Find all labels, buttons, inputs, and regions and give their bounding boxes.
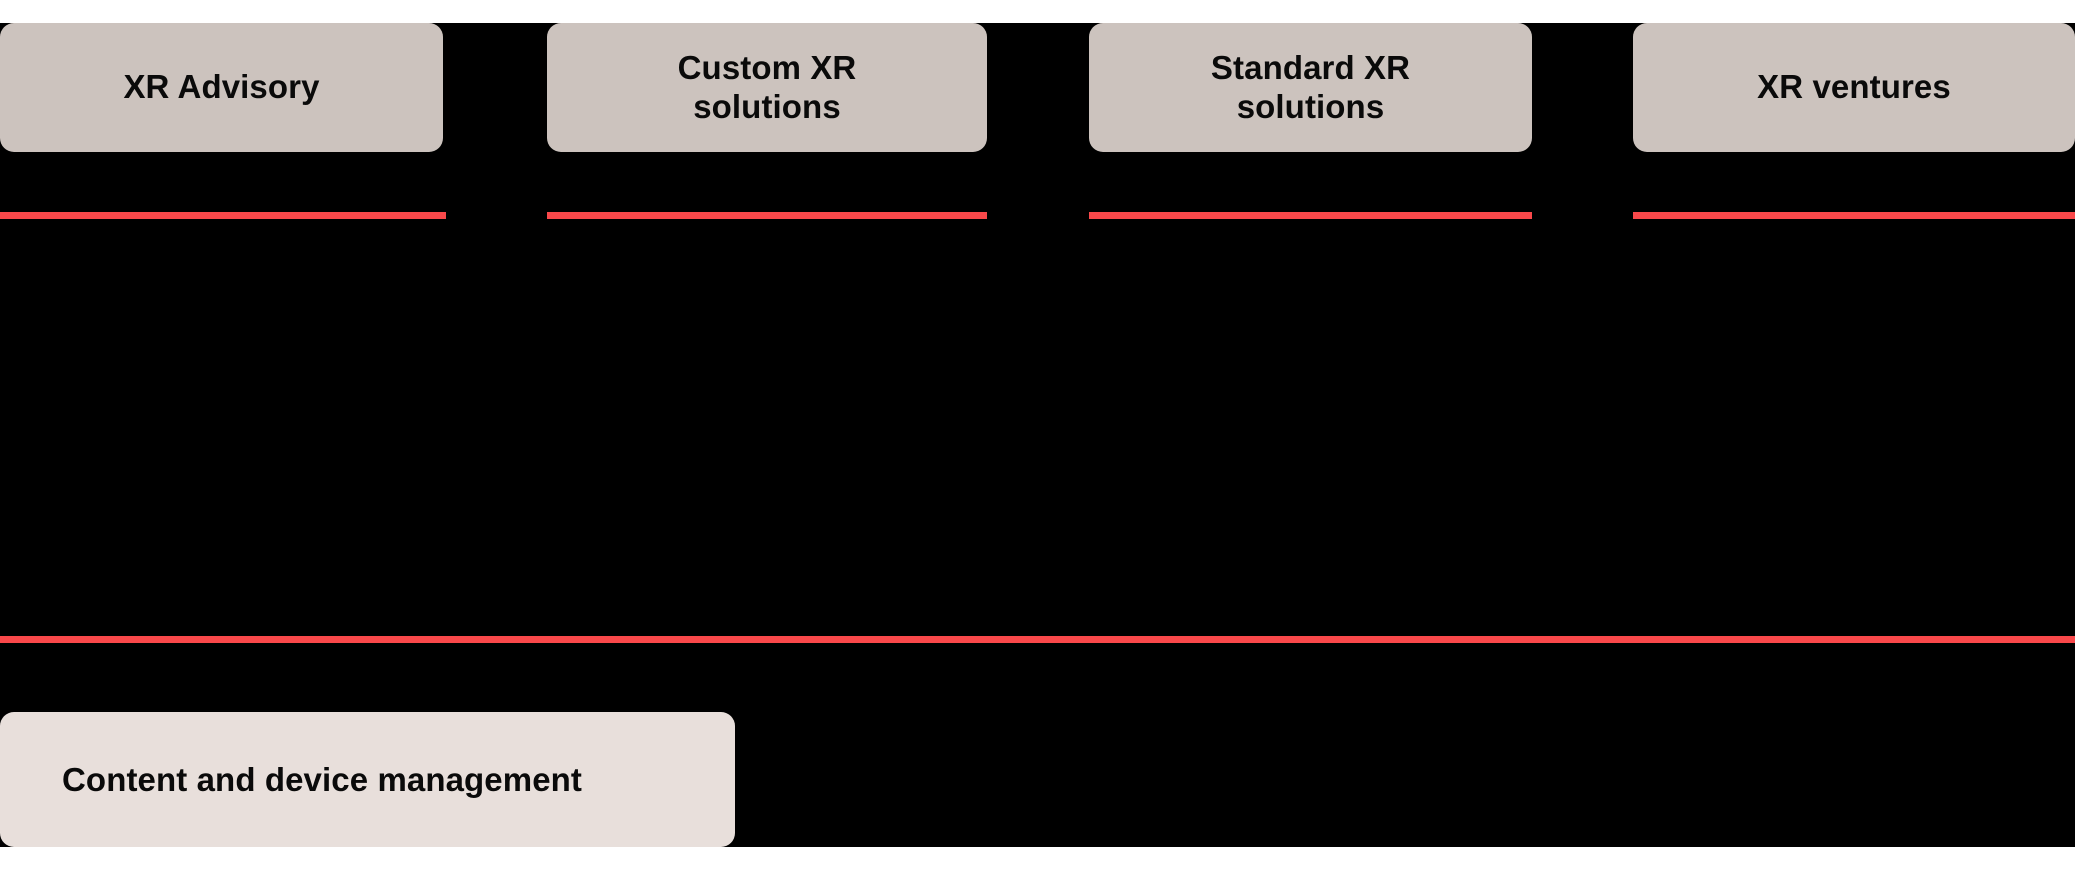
pillar-card-xr-advisory[interactable]: XR Advisory <box>0 23 443 152</box>
pillar-card-custom-xr-solutions[interactable]: Custom XR solutions <box>547 23 987 152</box>
diagram-backdrop <box>0 23 2075 847</box>
pillar-underline-custom-xr-solutions <box>547 212 987 219</box>
pillar-label-xr-ventures: XR ventures <box>1757 68 1951 106</box>
pillar-underline-standard-xr-solutions <box>1089 212 1532 219</box>
pillar-label-xr-advisory: XR Advisory <box>123 68 320 106</box>
pillar-label-standard-xr-solutions: Standard XR solutions <box>1210 48 1411 125</box>
foundation-divider-rule <box>0 636 2075 643</box>
pillar-card-standard-xr-solutions[interactable]: Standard XR solutions <box>1089 23 1532 152</box>
pillar-label-custom-xr-solutions: Custom XR solutions <box>677 48 857 125</box>
pillar-underline-xr-ventures <box>1633 212 2075 219</box>
pillar-card-xr-ventures[interactable]: XR ventures <box>1633 23 2075 152</box>
pillar-underline-xr-advisory <box>0 212 446 219</box>
foundation-card-content-and-device-management[interactable]: Content and device management <box>0 712 735 847</box>
foundation-label: Content and device management <box>62 760 583 798</box>
